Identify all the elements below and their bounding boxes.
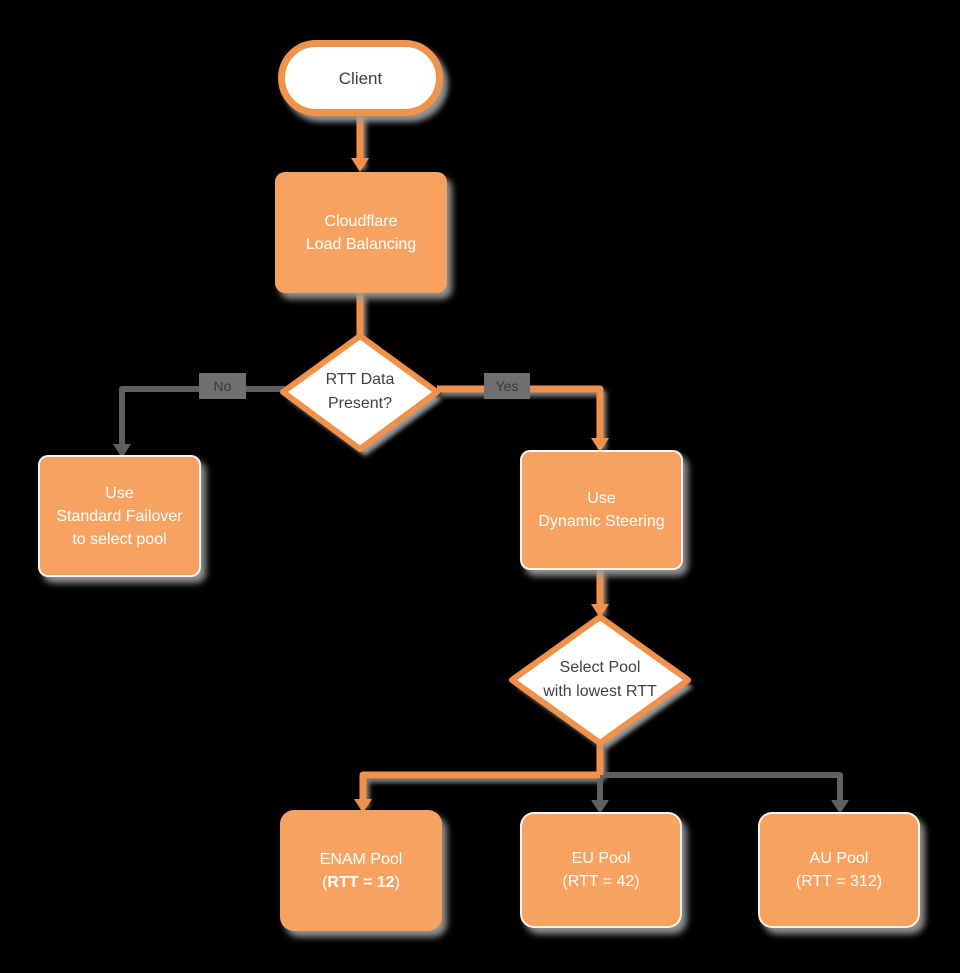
- arrowhead-enam: [354, 799, 372, 813]
- edge-label-yes: Yes: [484, 373, 530, 399]
- standard-failover-node: Use Standard Failover to select pool: [38, 455, 201, 577]
- au-pool-line1: AU Pool: [809, 850, 869, 867]
- au-pool-line2: (RTT = 312): [795, 873, 883, 890]
- select-pool-line2: with lowest RTT: [543, 683, 657, 700]
- enam-pool-rtt-bold: RTT = 12: [327, 873, 395, 891]
- eu-pool-node: EU Pool (RTT = 42): [520, 812, 682, 928]
- gray-connectors: [119, 386, 843, 802]
- rtt-decision-line1: RTT Data: [325, 371, 395, 388]
- cloudflare-lb-node: Cloudflare Load Balancing: [275, 172, 447, 293]
- rtt-decision-label: RTT Data Present?: [290, 360, 430, 424]
- dynamic-steering-line1: Use: [587, 490, 616, 507]
- arrowhead-au: [831, 800, 849, 814]
- rtt-decision-line2: Present?: [327, 395, 393, 412]
- select-pool-diamond: [509, 614, 691, 746]
- standard-failover-line2: Standard Failover: [56, 507, 183, 525]
- arrowhead-steering: [591, 438, 609, 452]
- standard-failover-line3: to select pool: [72, 530, 167, 548]
- au-pool-node: AU Pool (RTT = 312): [758, 812, 920, 928]
- rtt-decision-diamond: [280, 333, 440, 452]
- cloudflare-lb-line1: Cloudflare: [324, 212, 398, 230]
- edge-split-to-au: [600, 772, 843, 802]
- dynamic-steering-line2: Dynamic Steering: [538, 513, 665, 530]
- arrowhead-eu: [591, 800, 609, 814]
- enam-pool-paren-open: (: [322, 873, 328, 891]
- eu-pool-line1: EU Pool: [571, 850, 631, 867]
- enam-pool-paren-close: ): [394, 873, 400, 891]
- arrowhead-failover: [113, 444, 131, 458]
- orange-connectors: [356, 112, 604, 802]
- edge-label-no: No: [199, 373, 246, 399]
- dynamic-steering-node: Use Dynamic Steering: [520, 450, 683, 570]
- client-label: Client: [338, 68, 383, 88]
- select-pool-label: Select Pool with lowest RTT: [505, 648, 695, 712]
- arrowhead-select: [591, 604, 609, 618]
- edge-split-to-enam: [359, 771, 600, 802]
- enam-pool-line1: ENAM Pool: [319, 850, 403, 868]
- eu-pool-line2: (RTT = 42): [562, 873, 640, 890]
- arrowhead-lb: [351, 158, 369, 172]
- standard-failover-line1: Use: [105, 484, 134, 502]
- client-node: Client: [278, 40, 443, 116]
- enam-pool-node: ENAM Pool (RTT = 12): [280, 810, 442, 931]
- enam-pool-line2: (RTT = 12): [322, 871, 400, 894]
- cloudflare-lb-line2: Load Balancing: [305, 235, 417, 253]
- select-pool-line1: Select Pool: [559, 659, 641, 676]
